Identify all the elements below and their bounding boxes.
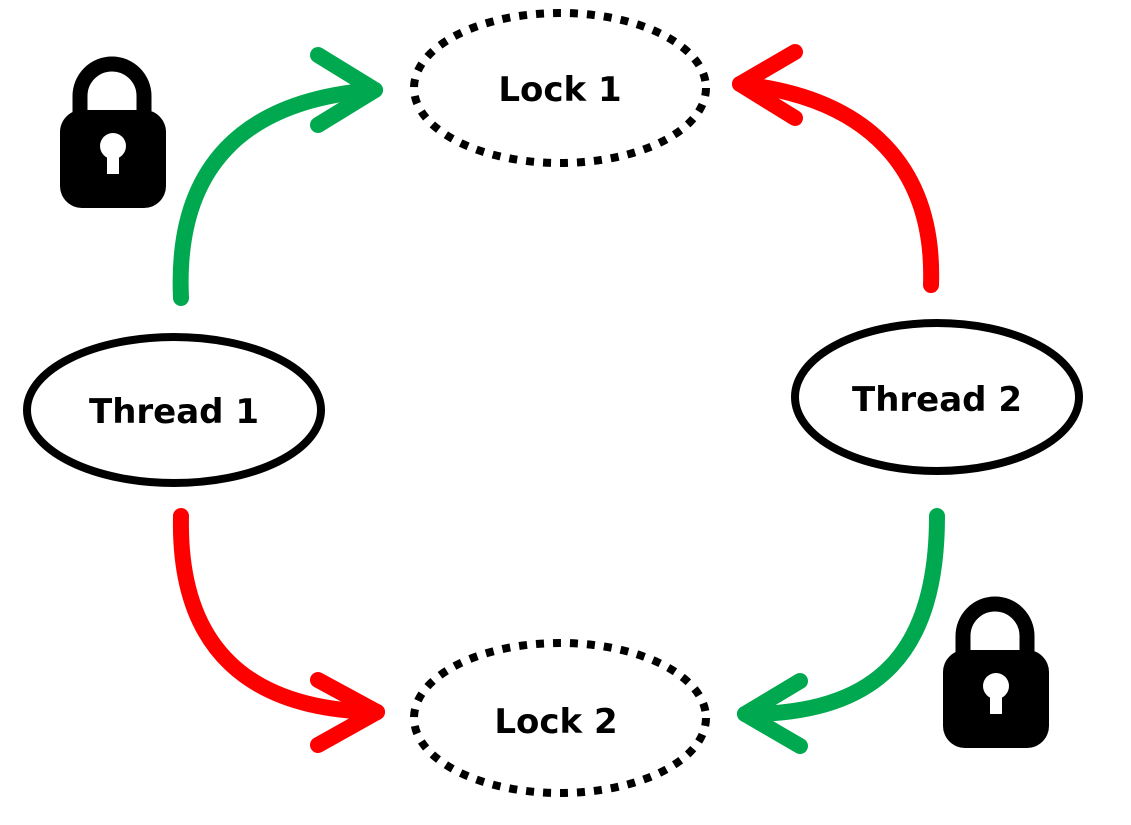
- lock2-ellipse: [410, 639, 710, 797]
- edge-thread1-lock2: [172, 508, 385, 753]
- lock1-label: Lock 1: [498, 70, 621, 110]
- thread2-ellipse: [791, 319, 1083, 475]
- lock1-node: Lock 1: [410, 9, 710, 167]
- thread2-node: Thread 2: [791, 319, 1083, 475]
- thread1-node: Thread 1: [23, 333, 325, 487]
- lock2-label: Lock 2: [494, 702, 617, 742]
- edge-thread2-lock1: [732, 44, 940, 293]
- thread1-label: Thread 1: [89, 392, 259, 432]
- lock1-ellipse: [410, 9, 710, 167]
- padlock-icon: [943, 596, 1049, 748]
- lock2-node: Lock 2: [410, 639, 710, 797]
- thread2-label: Thread 2: [852, 380, 1022, 420]
- padlock-icon: [60, 56, 166, 208]
- thread1-ellipse: [23, 333, 325, 487]
- edge-thread2-lock2: [737, 508, 945, 754]
- edge-thread1-lock1: [172, 47, 383, 306]
